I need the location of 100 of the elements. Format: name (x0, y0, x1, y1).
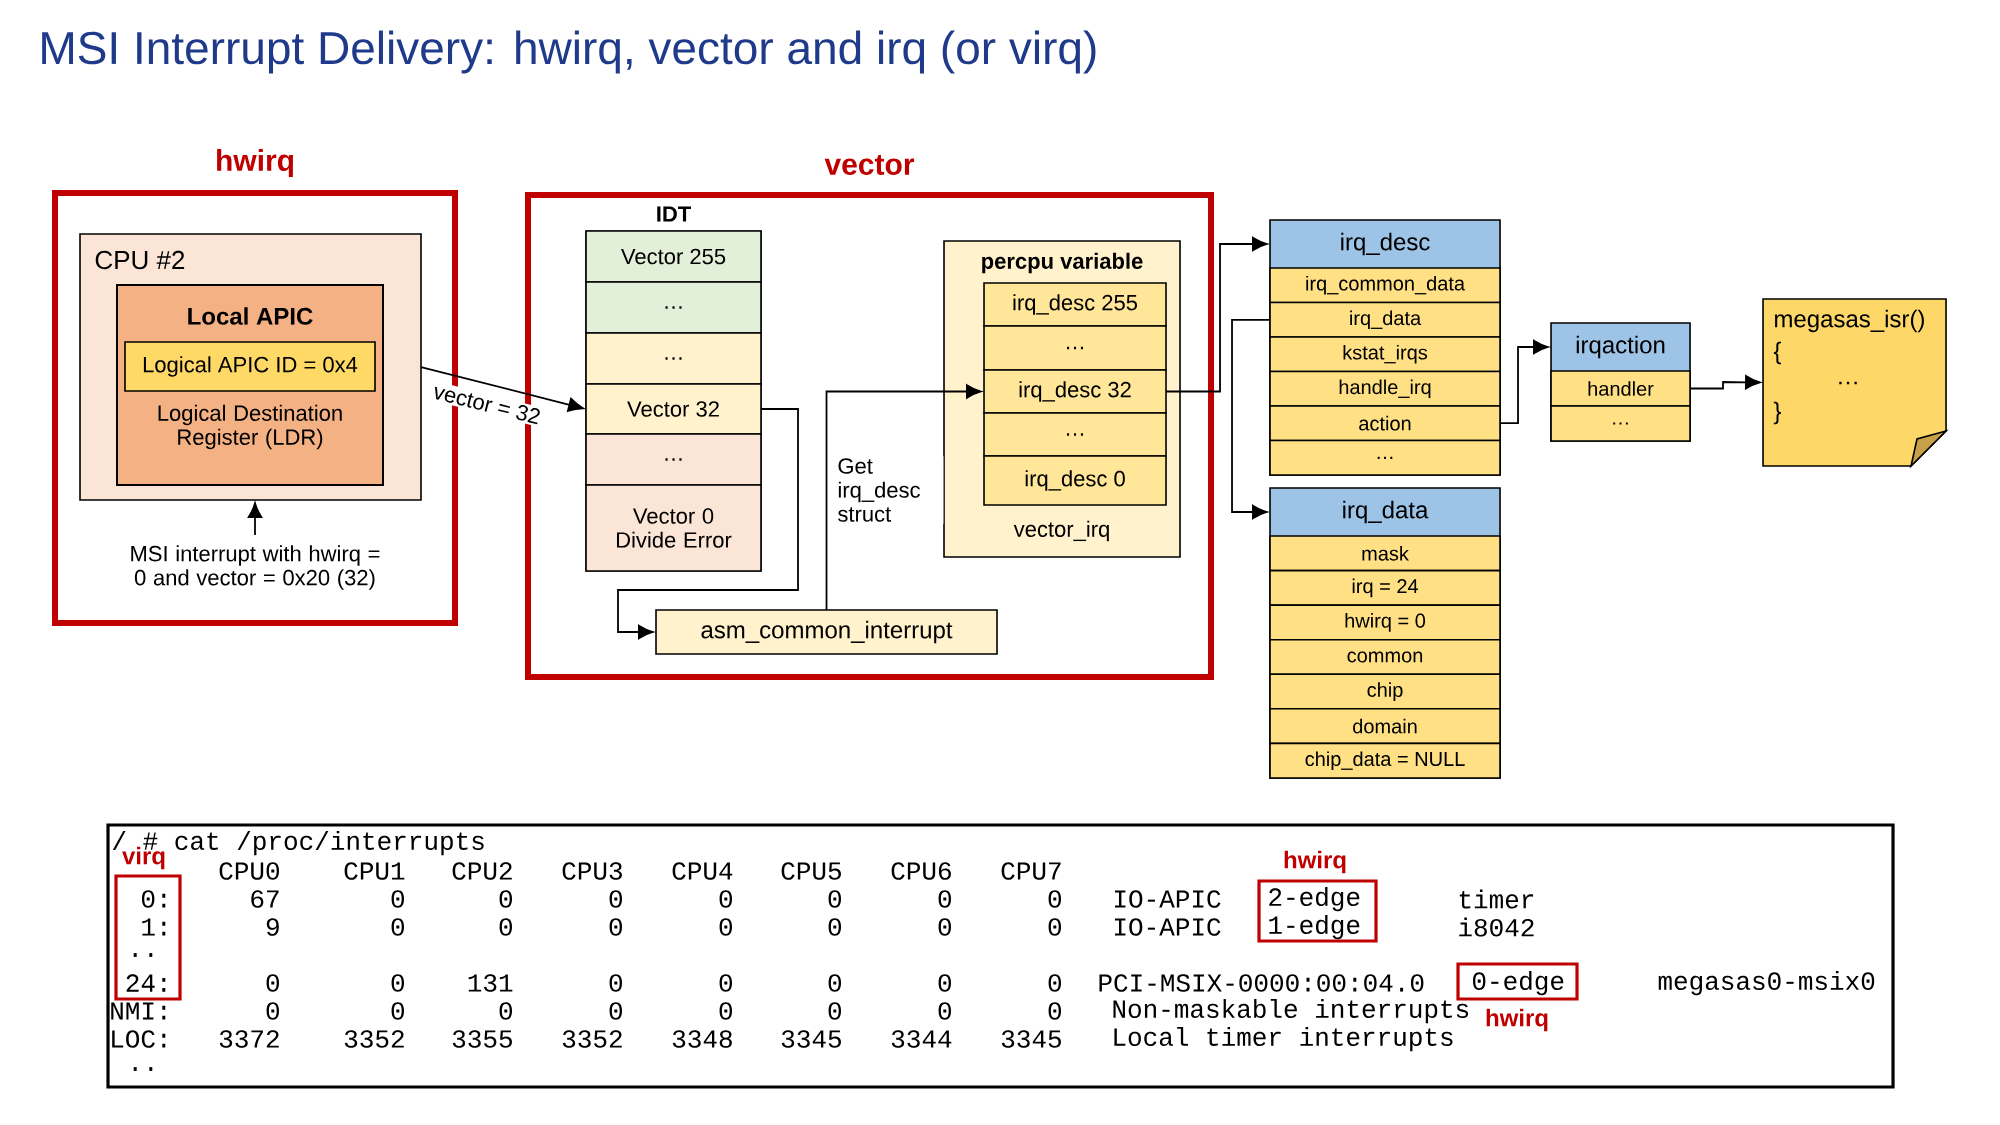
terminal-text: timer (1459, 889, 1534, 909)
terminal-text: CPU0 (219, 862, 279, 880)
arrow (1499, 339, 1549, 425)
terminal-text: 0 (609, 918, 622, 936)
table-cell: Vector 32 (585, 383, 762, 435)
terminal-text: IO-APIC (1115, 890, 1221, 908)
field-cell: irq = 24 (1269, 569, 1501, 606)
terminal-text: 1-edge (1269, 914, 1360, 940)
node-label: IDT (657, 206, 691, 222)
edge-label: Get irq_desc struct (835, 456, 944, 524)
terminal-text: megasas0-msix0 (1658, 970, 1875, 996)
terminal-text: 0 (391, 974, 404, 992)
field-cell: common (1269, 638, 1501, 676)
terminal-text: IO-APIC (1115, 918, 1221, 936)
arrow (617, 408, 799, 640)
note-text: MSI interrupt with hwirq = 0 and vector = 0x20 (32) (131, 545, 380, 590)
terminal-text: NMI: (111, 1002, 166, 1020)
arrow (1231, 318, 1271, 520)
table-cell: … (585, 281, 762, 334)
terminal-text: 3355 (452, 1030, 512, 1048)
node-label: vector (824, 155, 915, 175)
terminal-text: 3372 (219, 1030, 279, 1048)
title: MSI Interrupt Delivery: hwirq, vector and irq (or virq) (42, 30, 1096, 74)
field-cell: irq_common_data (1269, 267, 1501, 304)
table-cell: Vector 0 Divide Error (585, 484, 762, 572)
field-cell: irq_data (1269, 301, 1501, 338)
terminal-text: CPU1 (344, 862, 405, 880)
terminal-text: 0 (499, 918, 512, 936)
terminal-text: PCI-MSIX-0000:00:04.0 (1099, 974, 1424, 992)
terminal-text: 0 (1048, 1002, 1061, 1020)
terminal-text: 3345 (781, 1030, 841, 1048)
terminal-text: CPU4 (672, 862, 733, 880)
table-cell: irq_desc 255 (983, 282, 1167, 327)
terminal-text: 0 (609, 1002, 622, 1020)
table-cell: irq_desc 32 (983, 369, 1167, 414)
terminal-text: .. (133, 953, 153, 957)
terminal-text: 0 (938, 918, 951, 936)
terminal-text: 67 (251, 890, 279, 908)
process-box: asm_common_interrupt (655, 609, 998, 655)
terminal-text: .. (133, 1067, 153, 1071)
terminal-text: 0 (391, 890, 404, 908)
terminal-text: CPU6 (891, 862, 951, 880)
terminal-text: 0 (828, 890, 841, 908)
annotation-label: hwirq (1486, 1008, 1548, 1032)
terminal-text: 0 (719, 890, 732, 908)
table-cell: … (983, 412, 1167, 457)
terminal-text: 0-edge (1473, 970, 1564, 996)
terminal-text: 0 (1048, 918, 1061, 936)
field-cell: mask (1269, 535, 1501, 572)
terminal-text: 1: (142, 918, 166, 936)
edge-label: vector = 32 (429, 380, 545, 428)
table-cell: … (983, 325, 1167, 371)
terminal-text: 0 (499, 890, 512, 908)
field-cell: chip (1269, 673, 1501, 710)
table-cell: irq_desc 0 (983, 455, 1167, 506)
node-label: hwirq (217, 149, 293, 177)
table-cell: Vector 255 (585, 230, 762, 283)
arrow (1165, 236, 1268, 393)
terminal-text: 3352 (344, 1030, 404, 1048)
terminal-text: LOC: (112, 1030, 166, 1048)
field-cell: handle_irq (1269, 370, 1501, 407)
terminal-text: 0 (391, 1002, 404, 1020)
field-cell: hwirq = 0 (1269, 604, 1501, 641)
terminal-text: 3345 (1001, 1030, 1061, 1048)
terminal-text: 0 (938, 890, 951, 908)
terminal-text: CPU5 (781, 862, 841, 880)
terminal-text: 0 (1048, 890, 1061, 908)
terminal-text: 0 (266, 1002, 279, 1020)
terminal-text: 2-edge (1269, 886, 1360, 912)
terminal-text: 0 (1048, 974, 1061, 992)
terminal-text: Local timer interrupts (1114, 1026, 1453, 1052)
arrow (247, 502, 263, 536)
table-cell: … (585, 433, 762, 486)
field-cell: domain (1269, 708, 1501, 745)
arrow (1689, 375, 1761, 390)
terminal-text: CPU2 (452, 862, 512, 880)
terminal-text: 131 (468, 974, 513, 992)
field-cell: action (1269, 405, 1501, 442)
terminal-text: 0 (719, 974, 732, 992)
arrow (825, 384, 982, 611)
field-cell: … (1269, 439, 1501, 476)
table-cell: … (585, 332, 762, 385)
annotation-label: hwirq (1284, 850, 1346, 874)
terminal-text: 0 (828, 974, 841, 992)
terminal-text: 0 (719, 918, 732, 936)
terminal-text: 0 (828, 918, 841, 936)
terminal-text: 0 (391, 918, 404, 936)
terminal-text: 0 (499, 1002, 512, 1020)
arrow (420, 366, 584, 412)
terminal-text: CPU7 (1001, 862, 1061, 880)
terminal-text: 0: (141, 890, 166, 908)
terminal-text: 0 (828, 1002, 841, 1020)
field-cell: … (1550, 405, 1691, 442)
terminal-text: 9 (266, 918, 279, 936)
terminal-text: 0 (938, 974, 951, 992)
terminal-text: Non-maskable interrupts (1113, 998, 1469, 1024)
terminal-text: 3348 (672, 1030, 732, 1048)
terminal-text: i8042 (1459, 917, 1534, 937)
field-cell: chip_data = NULL (1269, 742, 1501, 779)
terminal-text: 3352 (562, 1030, 622, 1048)
